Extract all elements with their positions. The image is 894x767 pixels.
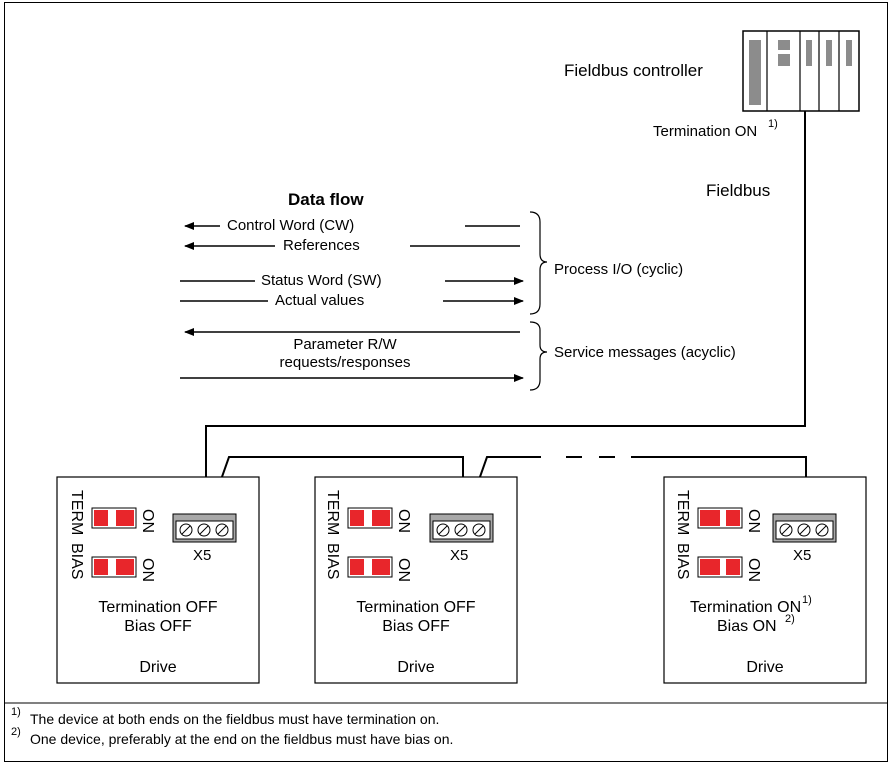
status-word-label: Status Word (SW) [261,272,382,289]
drive-3-switches [697,507,743,578]
drive-1-bias-on-label: ON [139,558,156,582]
drive-2-bias-on-label: ON [395,558,412,582]
controller-termination-label: Termination ON [653,123,758,140]
process-io-label: Process I/O (cyclic) [554,261,684,278]
fieldbus-label: Fieldbus [706,181,771,200]
data-flow-arrows [180,222,524,382]
drive-2-switches [347,507,393,578]
drive-3-termination-status: Termination ON [690,599,802,616]
drive-2-bias-label: BIAS [324,543,341,580]
drive-1-term-on-label: ON [139,509,156,533]
footnote-2-mark: 2) [11,726,21,738]
footnote-1-text: The device at both ends on the fieldbus … [30,711,440,727]
drive-1-bias-label: BIAS [68,543,85,580]
drive-2-name: Drive [397,659,435,676]
control-word-label: Control Word (CW) [227,217,355,234]
service-messages-label: Service messages (acyclic) [554,344,736,361]
braces [529,211,548,391]
drive-2-connector-x5 [429,513,494,543]
controller-label: Fieldbus controller [564,61,703,80]
parameter-rw-label: Parameter R/W [293,336,397,353]
fieldbus-controller-icon [742,30,860,112]
actual-values-label: Actual values [275,292,365,309]
drive-3-bias-status: Bias ON [717,618,777,635]
drive-2-connector-label: X5 [450,547,469,564]
diagram-frame [4,2,888,762]
drive-3-connector-x5 [772,513,837,543]
drive-1-name: Drive [139,659,177,676]
drive-3-term-on-label: ON [745,509,762,533]
footnote-1-mark: 1) [11,706,21,718]
drive-3-term-label: TERM [674,490,691,536]
controller-termination-note: 1) [768,118,778,130]
drive-3-bias-note: 2) [785,613,795,625]
drive-1-term-label: TERM [68,490,85,536]
drive-1-bias-status: Bias OFF [124,618,192,635]
drive-3-bias-on-label: ON [745,558,762,582]
requests-responses-label: requests/responses [279,354,411,371]
drive-2-termination-status: Termination OFF [356,599,476,616]
drive-2-term-on-label: ON [395,509,412,533]
drive-1-connector-label: X5 [193,547,212,564]
references-label: References [283,237,360,254]
drive-1-connector-x5 [172,513,237,543]
drive-2-term-label: TERM [324,490,341,536]
drive-3-bias-label: BIAS [674,543,691,580]
drive-1-termination-status: Termination OFF [98,599,218,616]
drive-3-connector-label: X5 [793,547,812,564]
footnote-2-text: One device, preferably at the end on the… [30,731,454,747]
drive-1-switches [91,507,137,578]
data-flow-title: Data flow [288,190,364,209]
drive-2-bias-status: Bias OFF [382,618,450,635]
drive-3-name: Drive [746,659,784,676]
drive-3-termination-note: 1) [802,594,812,606]
